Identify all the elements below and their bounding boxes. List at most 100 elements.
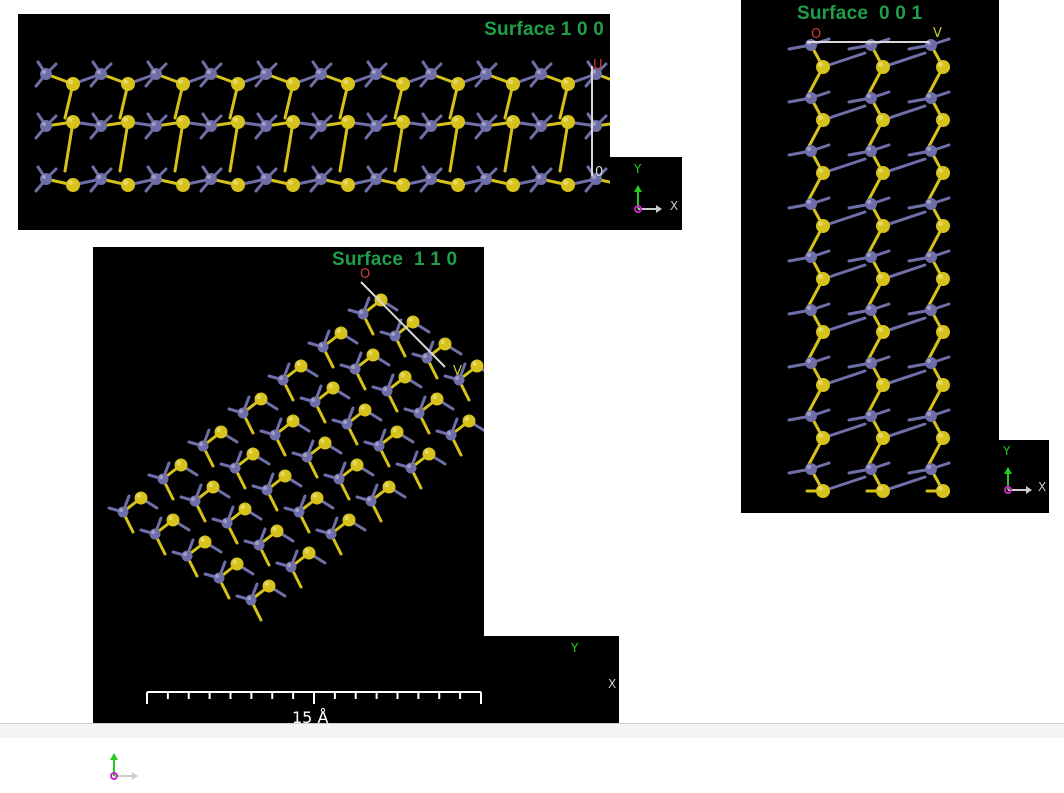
surface-001-structure	[787, 37, 951, 498]
metal-atom	[865, 251, 877, 263]
metal-atom	[333, 473, 345, 485]
sulfur-atom	[342, 513, 356, 527]
metal-atom	[535, 173, 547, 185]
sulfur-atom	[174, 458, 188, 472]
sulfur-atom	[366, 348, 380, 362]
sulfur-atom	[121, 115, 135, 129]
surface-001-panel: Surface 0 0 1 O V	[741, 0, 999, 513]
bond	[448, 120, 460, 173]
surface-100-axis-x-label: X	[670, 199, 679, 213]
surface-001-axes: Y X	[999, 440, 1049, 513]
sulfur-atom	[451, 178, 465, 192]
sulfur-atom	[406, 315, 420, 329]
sulfur-atom	[278, 469, 292, 483]
sulfur-atom	[176, 115, 190, 129]
sulfur-atom	[876, 484, 890, 498]
surface-110-structure	[107, 281, 484, 622]
sulfur-atom	[166, 513, 180, 527]
sulfur-atom	[294, 359, 308, 373]
metal-atom	[157, 473, 169, 485]
sulfur-atom	[876, 60, 890, 74]
sulfur-atom	[231, 115, 245, 129]
sulfur-atom	[66, 115, 80, 129]
sulfur-atom	[816, 272, 830, 286]
sulfur-atom	[561, 115, 575, 129]
metal-atom	[865, 198, 877, 210]
metal-atom	[445, 429, 457, 441]
sulfur-atom	[470, 359, 484, 373]
bond	[881, 422, 927, 440]
bond	[881, 263, 927, 281]
sulfur-atom	[246, 447, 260, 461]
surface-100-axes: Y X	[610, 157, 682, 230]
sulfur-atom	[206, 480, 220, 494]
metal-atom	[261, 484, 273, 496]
sulfur-atom	[396, 178, 410, 192]
sulfur-atom	[422, 447, 436, 461]
window-footer-bar	[0, 723, 1064, 738]
bond	[881, 51, 927, 69]
sulfur-atom	[816, 113, 830, 127]
metal-atom	[480, 68, 492, 80]
metal-atom	[285, 561, 297, 573]
sulfur-atom	[334, 326, 348, 340]
metal-atom	[149, 528, 161, 540]
metal-atom	[181, 550, 193, 562]
bond	[821, 263, 867, 281]
metal-atom	[349, 363, 361, 375]
metal-atom	[925, 145, 937, 157]
surface-100-title: Surface 1 0 0	[484, 19, 604, 40]
surface-100-axis-y-label: Y	[634, 162, 642, 176]
metal-atom	[357, 308, 369, 320]
metal-atom	[229, 462, 241, 474]
metal-atom	[425, 173, 437, 185]
sulfur-atom	[451, 115, 465, 129]
metal-atom	[117, 506, 129, 518]
sulfur-atom	[286, 414, 300, 428]
metal-atom	[805, 145, 817, 157]
sulfur-atom	[876, 431, 890, 445]
sulfur-atom	[936, 166, 950, 180]
sulfur-atom	[876, 219, 890, 233]
sulfur-atom	[302, 546, 316, 560]
sulfur-atom	[506, 178, 520, 192]
bond	[881, 157, 927, 175]
surface-110-axis-y-label: Y	[571, 641, 579, 655]
bond	[881, 316, 927, 334]
metal-atom	[245, 594, 257, 606]
sulfur-atom	[398, 370, 412, 384]
metal-atom	[341, 418, 353, 430]
bond	[393, 120, 405, 173]
sulfur-atom	[816, 431, 830, 445]
bond	[821, 369, 867, 387]
sulfur-atom	[198, 535, 212, 549]
metal-atom	[315, 173, 327, 185]
metal-atom	[413, 407, 425, 419]
metal-atom	[205, 68, 217, 80]
sulfur-atom	[121, 77, 135, 91]
sulfur-atom	[561, 77, 575, 91]
metal-atom	[925, 92, 937, 104]
metal-atom	[381, 385, 393, 397]
surface-001-title: Surface 0 0 1	[797, 3, 923, 24]
surface-001-cell-axis-label: V	[933, 26, 942, 41]
sulfur-atom	[176, 77, 190, 91]
sulfur-atom	[326, 381, 340, 395]
sulfur-atom	[350, 458, 364, 472]
metal-atom	[805, 357, 817, 369]
metal-atom	[370, 173, 382, 185]
metal-atom	[925, 304, 937, 316]
metal-atom	[260, 68, 272, 80]
metal-atom	[40, 120, 52, 132]
sulfur-atom	[876, 378, 890, 392]
sulfur-atom	[506, 115, 520, 129]
sulfur-atom	[936, 431, 950, 445]
metal-atom	[480, 173, 492, 185]
metal-atom	[925, 198, 937, 210]
metal-atom	[805, 198, 817, 210]
metal-atom	[453, 374, 465, 386]
metal-atom	[865, 463, 877, 475]
sulfur-atom	[254, 392, 268, 406]
metal-atom	[293, 506, 305, 518]
sulfur-atom	[341, 178, 355, 192]
